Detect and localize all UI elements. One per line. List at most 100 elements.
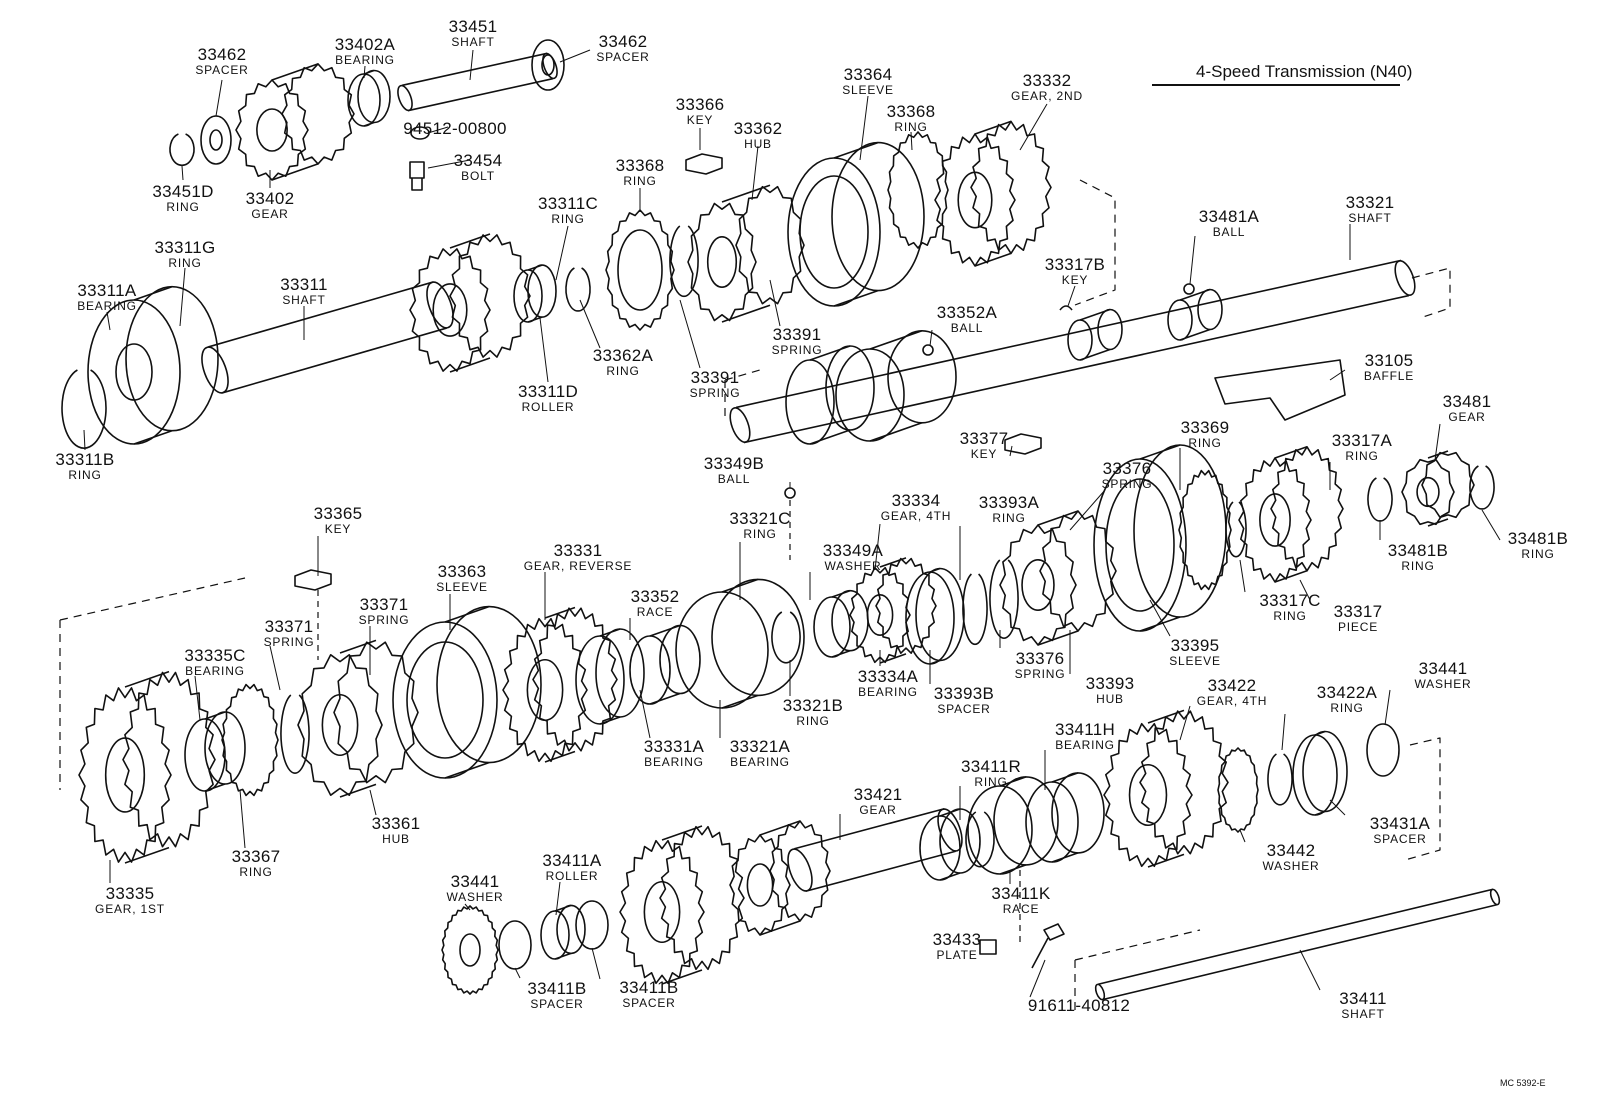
leader-line [1019,103,1048,151]
gear-shape [1139,710,1229,855]
leader-line [555,225,569,281]
hub-shape [1037,630,1079,646]
leader-line [591,947,601,980]
part-number: 33349B [703,454,765,473]
part-number: 33311C [537,194,599,213]
gear-shape [869,330,923,350]
spacer-shape [1302,730,1348,813]
sleeve-shape [787,157,881,307]
bearing-shape [1051,852,1079,863]
shaft-shape [1489,888,1501,906]
part-number: 33364 [843,65,893,84]
sleeve-shape [444,605,490,623]
part-number: 33317C [1259,591,1321,610]
part-number: 33365 [313,504,363,523]
gear-shape [432,283,468,337]
bearing-shape [357,69,391,124]
sleeve-shape [799,175,869,289]
race-shape [999,864,1027,875]
key-shape [294,569,332,591]
part-name: BEARING [1055,738,1115,752]
part-number: 33411R [960,757,1022,776]
part-number: 33391 [772,325,822,344]
part-number: 33411 [1339,989,1387,1008]
leader-line [269,645,281,691]
sleeve-shape [831,141,925,292]
gear-shape [759,920,801,936]
gear-shape [235,79,309,181]
leader-line [106,311,111,331]
gear-shape [78,687,172,863]
part-number: 33334 [891,491,941,510]
spacer-shape [575,900,609,950]
gear-shape [809,345,851,361]
leader-line [363,65,366,79]
bearing-shape [204,711,226,720]
part-name: SHAFT [282,293,326,307]
part-number: 33317 [1333,602,1383,621]
leader-line [679,299,701,369]
snap-ring-shape [771,611,801,664]
gear-shape [957,171,993,229]
hub-shape [735,185,805,305]
part-number: 33371 [264,617,314,636]
race-shape [659,624,701,695]
leader-line [1299,579,1311,601]
part-number: 33422 [1207,676,1257,695]
gear-shape [502,617,588,763]
leader-line [1281,713,1286,751]
part-name: RING [974,775,1008,789]
synchro-ring-shape [221,683,279,797]
gear-shape [409,248,491,372]
ball-shape [1183,283,1195,295]
part-name: RING [239,865,273,879]
shaft-shape [397,84,413,112]
sleeve-shape [392,621,498,779]
synchro-ring-shape [605,209,675,331]
part-name: SLEEVE [1169,654,1221,668]
part-name: GEAR [859,803,897,817]
washer-shape [1366,723,1400,777]
part-callout: 91611-40812 [1028,997,1130,1014]
spacer-shape [1292,734,1338,816]
spacer-shape [1314,730,1326,736]
part-number: 33391 [690,368,740,387]
roller-shape [527,316,543,323]
bearing-shape [133,285,173,301]
part-name: KEY [686,113,714,127]
part-name: WASHER [446,890,504,904]
hub-shape [333,641,419,784]
part-name: SPRING [689,386,741,400]
part-name: RING [1330,701,1364,715]
part-number: 33411A [542,851,602,870]
assembly-bracket [1074,929,1201,1010]
part-name: RING [68,468,102,482]
sleeve-shape [406,641,484,759]
part-name: RING [743,527,777,541]
part-name: RING [1188,436,1222,450]
gear-shape [887,329,957,424]
shaft-shape [794,807,945,850]
roller-shape [556,904,586,955]
leader-line [639,689,651,739]
part-name: SPACER [596,50,650,64]
gear-shape [532,607,618,752]
